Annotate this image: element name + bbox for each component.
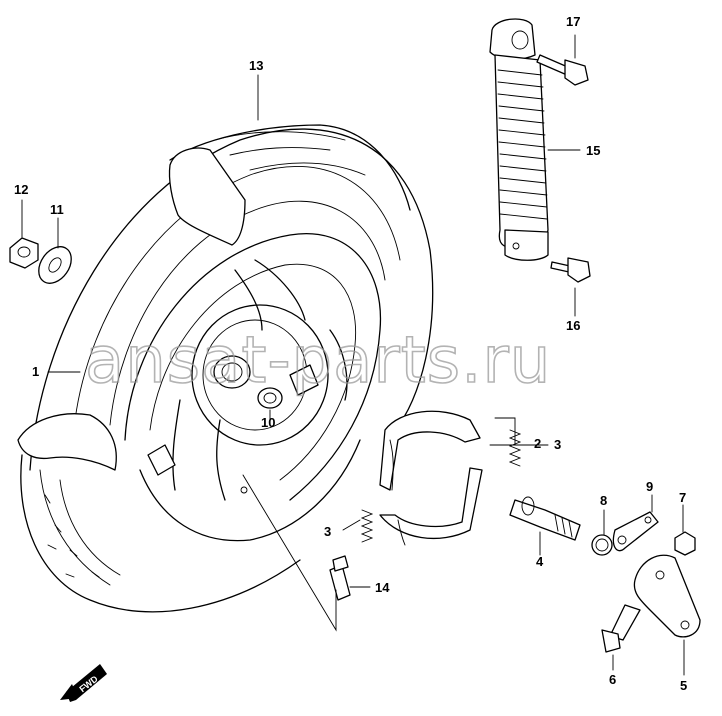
spring-3b-icon (360, 509, 374, 543)
seal-8-icon (591, 534, 613, 556)
part-label-1: 1 (32, 364, 39, 379)
brake-shoes (379, 410, 483, 546)
bolt-16-icon (550, 257, 591, 283)
part-label-7: 7 (679, 490, 686, 505)
part-label-10: 10 (261, 415, 275, 430)
arm-5-icon (633, 554, 701, 638)
fwd-arrow-icon: FWD (60, 664, 107, 702)
watermark-text: ansat-parts.ru (85, 324, 551, 398)
part-label-16: 16 (566, 318, 580, 333)
part-label-11: 11 (50, 202, 64, 217)
part-label-4: 4 (536, 554, 544, 569)
part-label-6: 6 (609, 672, 616, 687)
valve-14-icon (329, 555, 351, 601)
part-label-9: 9 (646, 479, 653, 494)
rear-wheel-assembly (17, 124, 434, 613)
bolt-17-icon (536, 54, 589, 86)
leader-lines (21, 34, 685, 676)
part-label-17: 17 (566, 14, 580, 29)
part-label-3a: 3 (554, 437, 561, 452)
lever-9-icon (612, 511, 659, 552)
bolt-6-icon (601, 604, 641, 653)
part-label-14: 14 (375, 580, 390, 595)
shock-absorber (489, 18, 591, 283)
nut-12-icon (9, 237, 39, 269)
part-label-12: 12 (14, 182, 28, 197)
part-label-15: 15 (586, 143, 600, 158)
part-label-5: 5 (680, 678, 687, 693)
part-label-3b: 3 (324, 524, 331, 539)
cam-shaft-4-icon (509, 496, 581, 541)
part-label-13: 13 (249, 58, 263, 73)
washer-11-icon (38, 246, 72, 284)
part-label-8: 8 (600, 493, 607, 508)
part-label-2: 2 (534, 436, 541, 451)
nut-7-icon (674, 531, 696, 556)
